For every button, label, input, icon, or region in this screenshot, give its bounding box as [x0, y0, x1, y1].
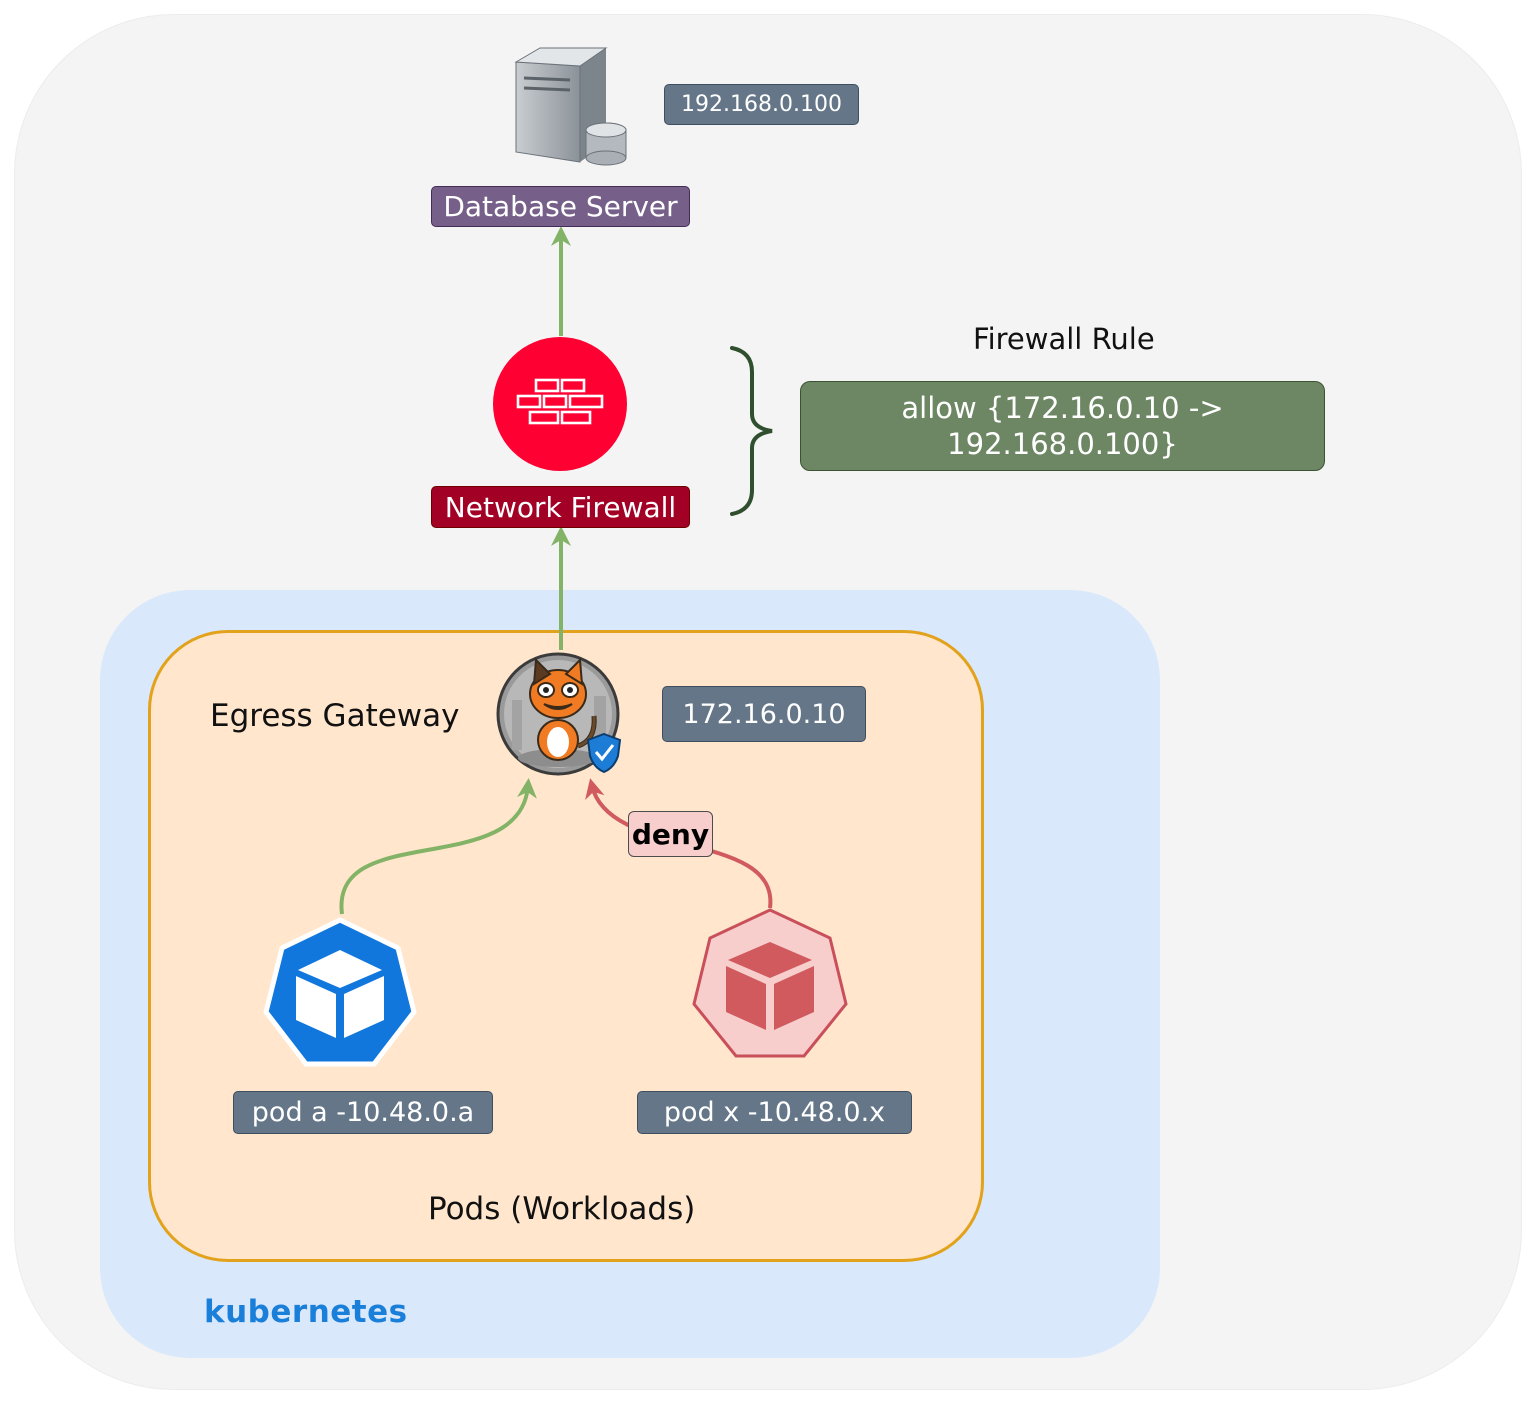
cat-mascot-shield-icon	[496, 652, 622, 776]
kubernetes-pod-cube-icon	[692, 908, 848, 1058]
network-firewall-text: Network Firewall	[444, 490, 677, 524]
database-server-text: Database Server	[443, 190, 678, 223]
database-ip: 192.168.0.100	[681, 92, 842, 117]
deny-text: deny	[631, 817, 710, 851]
pod-x-label: pod x -10.48.0.x	[663, 1097, 886, 1128]
firewall-rule-title: Firewall Rule	[973, 322, 1155, 356]
kubernetes-label: kubernetes	[204, 1294, 408, 1330]
database-server-label: Database Server	[431, 186, 690, 227]
gateway-ip: 172.16.0.10	[682, 698, 846, 730]
database-server-icon	[514, 47, 627, 166]
firewall-brick-icon	[493, 337, 627, 471]
network-firewall-label: Network Firewall	[431, 486, 690, 528]
pod-a-label: pod a -10.48.0.a	[251, 1097, 475, 1128]
pod-x-tag: pod x -10.48.0.x	[637, 1091, 912, 1134]
firewall-rule-line1: allow {172.16.0.10 ->	[901, 391, 1224, 425]
kubernetes-pod-cube-icon	[263, 917, 417, 1067]
egress-gateway-label: Egress Gateway	[210, 698, 460, 734]
pod-a-tag: pod a -10.48.0.a	[233, 1091, 493, 1134]
pods-group-label: Pods (Workloads)	[428, 1191, 696, 1227]
edge-pod-a-to-gateway	[339, 778, 537, 915]
deny-label: deny	[628, 811, 713, 857]
firewall-rule-line2: 192.168.0.100}	[947, 427, 1178, 461]
firewall-rule-brace	[730, 346, 773, 516]
firewall-rule-box: allow {172.16.0.10 -> 192.168.0.100}	[800, 381, 1325, 471]
database-ip-tag: 192.168.0.100	[664, 84, 859, 125]
gateway-ip-tag: 172.16.0.10	[662, 686, 866, 742]
